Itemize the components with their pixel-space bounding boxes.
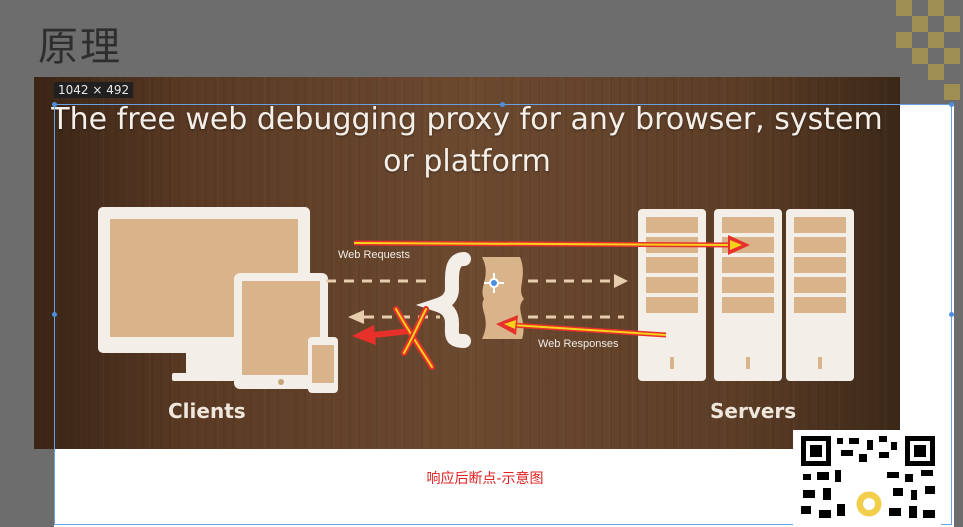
qr-code-image <box>793 430 941 527</box>
image-size-badge: 1042 × 492 <box>54 82 134 98</box>
clients-label: Clients <box>168 399 246 423</box>
request-arrowhead <box>614 274 628 288</box>
resize-handle-right[interactable] <box>949 312 954 317</box>
annotation-blocked-arrow <box>352 325 411 345</box>
tablet-icon <box>234 273 328 389</box>
headline-line-1: The free web debugging proxy for any bro… <box>51 102 883 137</box>
fiddler-diagram-image[interactable]: The free web debugging proxy for any bro… <box>34 77 900 449</box>
move-cursor-icon <box>484 273 504 293</box>
web-requests-label: Web Requests <box>338 249 410 261</box>
server-rack-2-icon <box>714 209 782 381</box>
figure-caption: 响应后断点-示意图 <box>426 471 544 487</box>
resize-handle-top[interactable] <box>500 102 505 107</box>
resize-handle-left[interactable] <box>52 312 57 317</box>
diagram-artwork <box>98 207 854 393</box>
diagram-headline: The free web debugging proxy for any bro… <box>34 99 900 183</box>
x-mark-icon <box>393 306 435 370</box>
qr-pattern <box>801 436 935 520</box>
headline-line-2: or platform <box>383 144 551 179</box>
response-arrowhead <box>348 310 364 324</box>
web-responses-label: Web Responses <box>538 338 619 350</box>
annotation-response-arrow <box>496 315 667 338</box>
slide-title: 原理 <box>38 24 122 70</box>
server-rack-1-icon <box>638 209 706 381</box>
resize-handle-top-left[interactable] <box>52 102 57 107</box>
phone-icon <box>308 337 338 393</box>
dashed-request-arrow-left <box>326 279 624 319</box>
resize-handle-top-right[interactable] <box>949 102 954 107</box>
server-rack-3-icon <box>786 209 854 381</box>
decorative-checker-pattern <box>888 0 963 110</box>
servers-label: Servers <box>710 399 797 423</box>
annotation-request-arrow <box>353 235 750 255</box>
